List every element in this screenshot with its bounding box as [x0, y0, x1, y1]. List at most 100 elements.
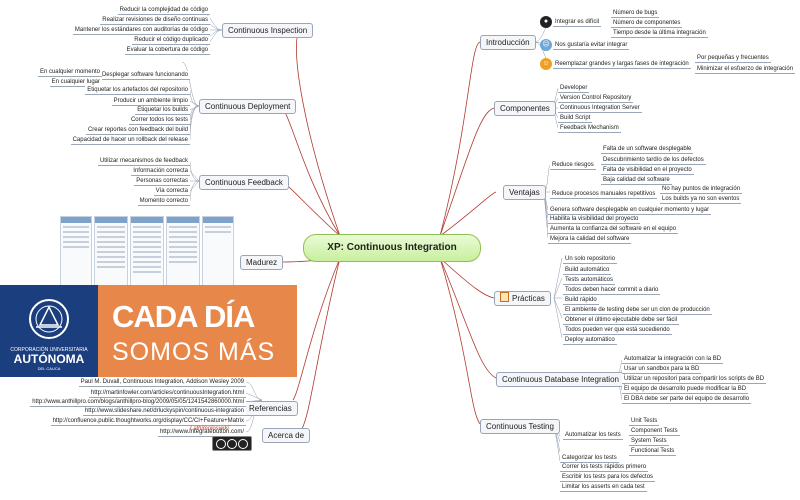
deployment-software-child[interactable]: En cualquier lugar [49, 78, 102, 87]
testing-auto-node[interactable]: Automatizar los tests [563, 431, 623, 440]
sad-face-icon: ☹ [540, 39, 552, 51]
reference-item[interactable]: Paul M. Duvall, Continuous Integration, … [78, 378, 246, 387]
component-item[interactable]: Continuous Integration Server [558, 104, 642, 113]
reference-link[interactable]: http://www.integratebutton.com/ [157, 428, 246, 437]
topic-practicas[interactable]: Prácticas [494, 291, 551, 306]
testing-auto-child[interactable]: Functional Tests [629, 447, 677, 456]
intro-difficult-node[interactable]: Integrar es difícil [553, 18, 602, 27]
creative-commons-badge-icon [212, 436, 252, 451]
deployment-item[interactable]: Etiquetar los builds [135, 106, 190, 115]
testing-auto-child[interactable]: System Tests [629, 437, 669, 446]
wiki-logo: Lalhimoloswiki [190, 426, 229, 432]
deployment-item[interactable]: Producir un ambiente limpio [111, 97, 190, 106]
database-item[interactable]: Automatizar la integración con la BD [622, 355, 724, 364]
topic-introduccion[interactable]: Introducción [480, 35, 536, 50]
topic-madurez[interactable]: Madurez [240, 255, 284, 270]
maturity-table-thumbnail [60, 216, 234, 286]
ventajas-manuales-child[interactable]: Los builds ya no son eventos [660, 195, 742, 204]
deployment-software-child[interactable]: En cualquier momento [37, 68, 102, 77]
inspection-item[interactable]: Evaluar la cobertura de código [124, 46, 210, 55]
topic-ventajas[interactable]: Ventajas [503, 185, 546, 200]
topic-acerca-de[interactable]: Acerca de [262, 428, 311, 443]
practice-item[interactable]: Build automático [563, 266, 612, 275]
practice-item[interactable]: Build rápido [563, 296, 599, 305]
practice-item[interactable]: Todos deben hacer commit a diario [563, 286, 661, 295]
deployment-software-node[interactable]: Desplegar software funcionando [99, 71, 190, 80]
database-item[interactable]: Utilizar un repositori para compartir lo… [622, 375, 767, 384]
ventajas-item[interactable]: Genera software desplegable en cualquier… [548, 206, 712, 215]
central-topic[interactable]: XP: Continuous Integration [303, 234, 481, 262]
practice-item[interactable]: Obtener el último ejecutable debe ser fá… [563, 316, 680, 325]
deployment-item[interactable]: Capacidad de hacer un rollback del relea… [70, 136, 190, 145]
university-seal-icon [29, 299, 69, 339]
intro-difficult-child[interactable]: Número de componentes [611, 19, 683, 28]
intro-replace-node[interactable]: Reemplazar grandes y largas fases de int… [553, 60, 691, 69]
ventajas-riesgos-child[interactable]: Falta de visibilidad en el proyecto [601, 166, 694, 175]
topic-continuous-inspection[interactable]: Continuous Inspection [222, 23, 314, 38]
slogan-headline: CADA DÍA [112, 299, 255, 334]
bomb-icon: ● [540, 16, 552, 28]
topic-referencias[interactable]: Referencias [243, 401, 298, 416]
intro-difficult-child[interactable]: Tiempo desde la última integración [611, 29, 708, 38]
ventajas-riesgos-child[interactable]: Baja calidad del software [601, 176, 672, 185]
feedback-item[interactable]: Momento correcto [137, 197, 190, 206]
reference-link[interactable]: http://martinfowler.com/articles/continu… [88, 389, 246, 398]
intro-difficult-child[interactable]: Número de bugs [611, 9, 660, 18]
intro-replace-child[interactable]: Por pequeñas y frecuentes [695, 54, 771, 63]
feedback-item[interactable]: Información correcta [131, 167, 190, 176]
topic-continuous-testing[interactable]: Continuous Testing [480, 419, 560, 434]
ventajas-riesgos-node[interactable]: Reduce riesgos [550, 161, 596, 170]
component-item[interactable]: Version Control Repository [558, 94, 634, 103]
intro-avoid-node[interactable]: Nos gustaría evitar integrar [553, 41, 630, 50]
topic-practicas-label: Prácticas [512, 294, 545, 303]
reference-link[interactable]: http://www.anthillpro.com/blogs/anthillp… [30, 398, 246, 407]
feedback-item[interactable]: Utilizar mecanismos de feedback [97, 157, 190, 166]
ventajas-manuales-node[interactable]: Reduce procesos manuales repetitivos [550, 190, 658, 199]
university-name-prefix: CORPORACIÓN UNIVERSITARIA [10, 347, 88, 353]
ventajas-item[interactable]: Aumenta la confianza del software en el … [548, 225, 679, 234]
component-item[interactable]: Developer [558, 84, 590, 93]
inspection-item[interactable]: Mantener los estándares con auditorías d… [72, 26, 210, 35]
reference-link[interactable]: http://confluence.public.thoughtworks.or… [50, 417, 246, 426]
practice-item[interactable]: Un solo repositorio [563, 255, 618, 264]
component-item[interactable]: Build Script [558, 114, 593, 123]
topic-componentes[interactable]: Componentes [494, 101, 556, 116]
testing-auto-child[interactable]: Component Tests [629, 427, 680, 436]
topic-continuous-database-integration[interactable]: Continuous Database Integration [496, 372, 625, 387]
ventajas-item[interactable]: Habilita la visibilidad del proyecto [548, 215, 641, 224]
practice-item[interactable]: Tests automáticos [563, 276, 616, 285]
inspection-item[interactable]: Reducir el código duplicado [132, 36, 210, 45]
ventajas-riesgos-child[interactable]: Descubrimiento tardío de los defectos [601, 156, 706, 165]
practice-item[interactable]: Todos pueden ver que está sucediendo [563, 326, 672, 335]
reference-link[interactable]: http://www.slideshare.net/drluckyspin/co… [82, 407, 246, 416]
practice-item[interactable]: El ambiente de testing debe ser un clon … [563, 306, 712, 315]
practice-item[interactable]: Deploy automático [563, 336, 617, 345]
university-logo: CORPORACIÓN UNIVERSITARIA AUTÓNOMA DEL C… [0, 285, 98, 377]
database-item[interactable]: El DBA debe ser parte del equipo de desa… [622, 395, 752, 404]
feedback-item[interactable]: Vía correcta [153, 187, 190, 196]
deployment-item[interactable]: Correr todos los tests [128, 116, 190, 125]
database-item[interactable]: El equipo de desarrollo puede modificar … [622, 385, 749, 394]
testing-auto-child[interactable]: Unit Tests [629, 417, 660, 426]
deployment-item[interactable]: Etiquetar los artefactos del repositorio [85, 86, 190, 95]
promo-banner: CORPORACIÓN UNIVERSITARIA AUTÓNOMA DEL C… [0, 285, 297, 377]
testing-item[interactable]: Categorizar los tests [560, 454, 619, 463]
ventajas-manuales-child[interactable]: No hay puntos de integración [660, 185, 743, 194]
database-item[interactable]: Usar un sandbox para la BD [622, 365, 702, 374]
topic-continuous-deployment[interactable]: Continuous Deployment [199, 99, 297, 114]
deployment-item[interactable]: Crear reportes con feedback del build [85, 126, 190, 135]
testing-item[interactable]: Escribir los tests para los defectos [560, 473, 656, 482]
intro-replace-child[interactable]: Minimizar el esfuerzo de integración [695, 65, 796, 74]
slogan-box: CADA DÍA SOMOS MÁS [98, 285, 297, 377]
ventajas-item[interactable]: Mejora la calidad del software [548, 235, 632, 244]
university-name: AUTÓNOMA [13, 352, 85, 366]
ventajas-riesgos-child[interactable]: Falta de un software desplegable [601, 145, 694, 154]
testing-item[interactable]: Correr los tests rápidos primero [560, 463, 649, 472]
component-item[interactable]: Feedback Mechanism [558, 124, 621, 133]
topic-continuous-feedback[interactable]: Continuous Feedback [199, 175, 289, 190]
inspection-item[interactable]: Realizar revisiones de diseño continuas [100, 16, 210, 25]
practices-icon [500, 292, 509, 302]
testing-item[interactable]: Limitar los asserts en cada test [560, 483, 647, 492]
inspection-item[interactable]: Reducir la complejidad de código [117, 6, 210, 15]
feedback-item[interactable]: Personas correctas [134, 177, 190, 186]
